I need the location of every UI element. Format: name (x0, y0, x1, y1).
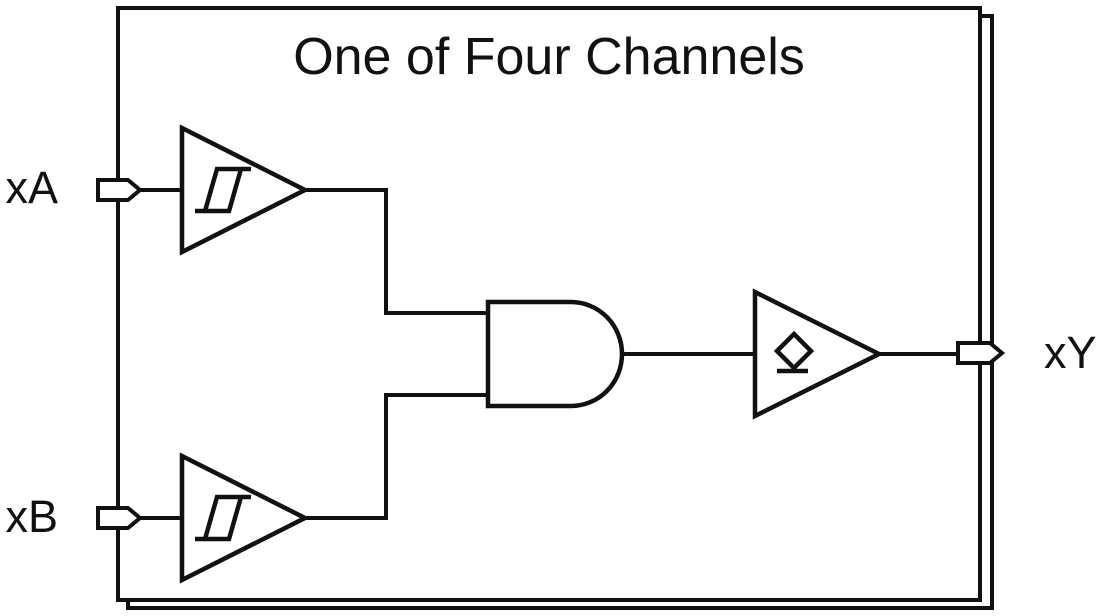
output-buffer-triangle (752, 288, 885, 420)
open-drain-diamond-icon (773, 330, 815, 372)
wire-buffer-a-to-and (305, 188, 488, 315)
buffer-b-triangle (179, 452, 310, 584)
input-pin-b (96, 506, 144, 530)
input-pin-a (96, 178, 144, 202)
and-gate (485, 299, 625, 409)
input-label-a: xA (5, 162, 58, 213)
input-label-b: xB (5, 491, 58, 542)
schmitt-buffer-a (179, 124, 310, 256)
schmitt-buffer-b (179, 452, 310, 584)
output-label-y: xY (1044, 327, 1097, 378)
buffer-a-triangle (179, 124, 310, 256)
output-pin-y (956, 341, 1006, 365)
channel-box (116, 6, 982, 602)
diagram-title: One of Four Channels (293, 28, 805, 86)
wires (138, 188, 962, 520)
wire-buffer-b-to-and (305, 393, 488, 520)
open-drain-buffer (752, 288, 885, 420)
